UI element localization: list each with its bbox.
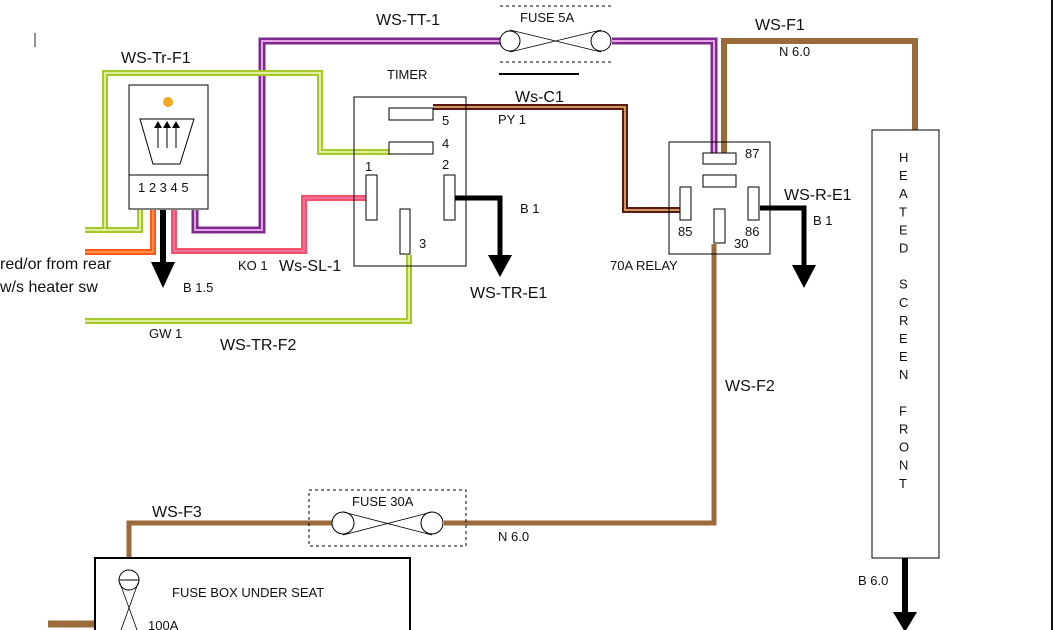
label-b1-relay: B 1: [813, 213, 833, 228]
heated-screen-letter: T: [899, 204, 907, 219]
switch-lamp-icon: [163, 97, 173, 107]
wire-ws-f1: [721, 38, 918, 154]
timer-pin-1: 1: [365, 159, 372, 174]
heated-window-icon: [139, 118, 195, 165]
label-ws-tt-1: WS-TT-1: [376, 12, 440, 29]
source-note-line2: w/s heater sw: [0, 279, 98, 296]
label-ws-c1: Ws-C1: [515, 89, 564, 106]
label-ws-f1: WS-F1: [755, 17, 805, 34]
wire-ws-f2: [444, 244, 717, 526]
timer: 1 2 3 4 5: [353, 96, 467, 267]
label-ws-tr-f2: WS-TR-F2: [220, 337, 297, 354]
heated-screen-letter: N: [899, 367, 908, 382]
label-b1-timer: B 1: [520, 201, 540, 216]
label-n60-top: N 6.0: [779, 44, 810, 59]
ground-heated-screen: [893, 558, 917, 630]
timer-pin-3: 3: [419, 236, 426, 251]
wire-ws-f3: [126, 520, 333, 558]
heated-screen-letter: E: [899, 349, 908, 364]
relay-pin-30: 30: [734, 236, 748, 251]
label-n60-bottom: N 6.0: [498, 529, 529, 544]
fuse-30a-label: FUSE 30A: [352, 494, 414, 509]
timer-label: TIMER: [387, 67, 427, 82]
fuse-100a-label: 100A: [148, 618, 179, 630]
ground-relay: [760, 205, 816, 288]
label-ws-f3: WS-F3: [152, 504, 202, 521]
relay-pin-87: 87: [745, 146, 759, 161]
label-ws-r-e1: WS-R-E1: [784, 187, 852, 204]
wire-red-orange-source: [85, 210, 156, 255]
heated-screen-letter: S: [899, 277, 908, 292]
label-ws-sl-1: Ws-SL-1: [279, 258, 341, 275]
heated-screen-letter: D: [899, 241, 908, 256]
wire-ws-tt-1: [191, 37, 718, 234]
wire-ws-tr-f2: [85, 255, 412, 324]
switch-pins-label: 1 2 3 4 5: [138, 180, 189, 195]
fuse-100a-icon: [118, 569, 140, 630]
timer-pin-5: 5: [442, 113, 449, 128]
ground-switch: [151, 210, 175, 288]
wire-ws-tr-f1: [85, 70, 390, 233]
heated-screen-letter: C: [899, 295, 908, 310]
wire-ws-c1: [433, 104, 681, 213]
label-ws-f2: WS-F2: [725, 378, 775, 395]
heated-screen-letter: R: [899, 313, 908, 328]
ground-timer: [455, 195, 512, 277]
heated-screen-letter: T: [899, 476, 907, 491]
relay-label: 70A RELAY: [610, 258, 678, 273]
heated-screen-letter: E: [899, 168, 908, 183]
label-ws-tr-f1: WS-Tr-F1: [121, 50, 191, 67]
heater-switch: 1 2 3 4 5: [128, 84, 209, 210]
heated-screen-letter: H: [899, 150, 908, 165]
source-note-line1: red/or from rear: [0, 256, 112, 273]
label-gw1: GW 1: [149, 326, 182, 341]
wire-ws-sl-1: [171, 195, 367, 254]
relay-70a: 87 85 86 30: [668, 141, 771, 255]
relay-pin-85: 85: [678, 224, 692, 239]
label-ws-tr-e1: WS-TR-E1: [470, 285, 547, 302]
fuse-box-label: FUSE BOX UNDER SEAT: [172, 585, 324, 600]
heated-screen-letter: R: [899, 422, 908, 437]
heated-screen-letter: F: [899, 403, 907, 418]
label-b15: B 1.5: [183, 280, 213, 295]
heated-screen-letter: E: [899, 331, 908, 346]
fuse-30a: FUSE 30A: [308, 489, 467, 547]
label-py1: PY 1: [498, 112, 526, 127]
timer-pin-2: 2: [442, 157, 449, 172]
heated-screen-letter: N: [899, 458, 908, 473]
fuse-box-under-seat: FUSE BOX UNDER SEAT 100A: [94, 557, 411, 630]
timer-pin-4: 4: [442, 136, 449, 151]
label-ko1: KO 1: [238, 258, 268, 273]
label-b60: B 6.0: [858, 573, 888, 588]
fuse-5a-label: FUSE 5A: [520, 10, 575, 25]
fuse-5a: FUSE 5A: [499, 5, 613, 75]
heated-screen-letter: O: [899, 440, 909, 455]
relay-pin-86: 86: [745, 224, 759, 239]
heated-screen-letter: E: [899, 222, 908, 237]
heated-screen-letter: A: [899, 186, 908, 201]
